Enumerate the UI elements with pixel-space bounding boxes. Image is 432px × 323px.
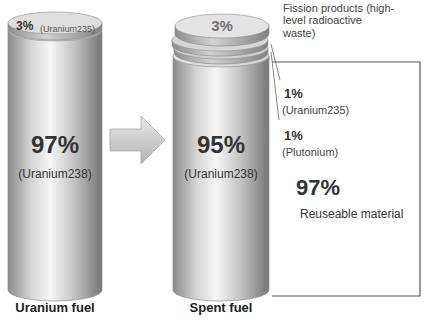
fuel-cylinder: 97% (Uranium238) Uranium fuel 3% (Uranium235… [8,8,102,320]
text-slot: 1% [284,84,324,102]
fuel-cylinder: 95% (Uranium238) Spent fuel 3%Fission produ… [173,8,269,320]
caption: Spent fuel [190,301,253,316]
isotope-name: (Uranium235) [282,104,349,116]
isotope-name: (Uranium238) [184,168,257,181]
text-slot: Fission products (high-level radioactive… [283,2,395,41]
side-surface [8,30,102,301]
fuel-layer-disk: 3%Fission products (high-level radioacti… [175,12,269,48]
group-label: Reuseable material [300,208,403,221]
text-slot: (Uranium235) [40,18,98,36]
percentage: 97% [296,176,340,201]
top-surface [175,14,269,38]
text-slot: (Uranium238) [175,164,267,182]
top-surface [174,37,268,59]
percentage: 97% [296,176,396,201]
top-surface [8,12,102,34]
percentage: 1% [284,129,303,144]
side-surface [173,56,269,301]
text-slot: (Uranium235) [282,100,382,118]
percentage: 3% [16,20,33,33]
bracket [272,62,420,296]
leader-line [271,52,279,120]
process-arrow [110,116,165,164]
isotope-name: (Plutonium) [282,146,338,158]
percentage: 97% [31,132,79,159]
text-slot: 3% [16,16,42,34]
text-slot: 1% [284,126,324,144]
text-slot: (Plutonium) [282,142,382,160]
text-slot: 95% [175,132,267,159]
group-label: Reuseable material [300,204,414,222]
percentage: 1% [284,87,303,102]
text-slot: Spent fuel [166,298,276,316]
isotope-name: (Uranium238) [18,168,91,181]
text-slot: 3% [202,17,242,35]
fission-products-note: Fission products (high-level radioactive… [283,2,395,39]
top-surface [172,29,268,51]
percentage: 3% [211,18,233,35]
caption: Uranium fuel [15,301,94,316]
fuel-layer-disk: 3% (Uranium235) [8,10,102,42]
text-slot: 97% [9,132,101,159]
percentage: 95% [197,132,245,159]
isotope-name: (Uranium235) [40,24,95,34]
text-slot: (Uranium238) [9,164,101,182]
text-slot: Uranium fuel [0,298,110,316]
